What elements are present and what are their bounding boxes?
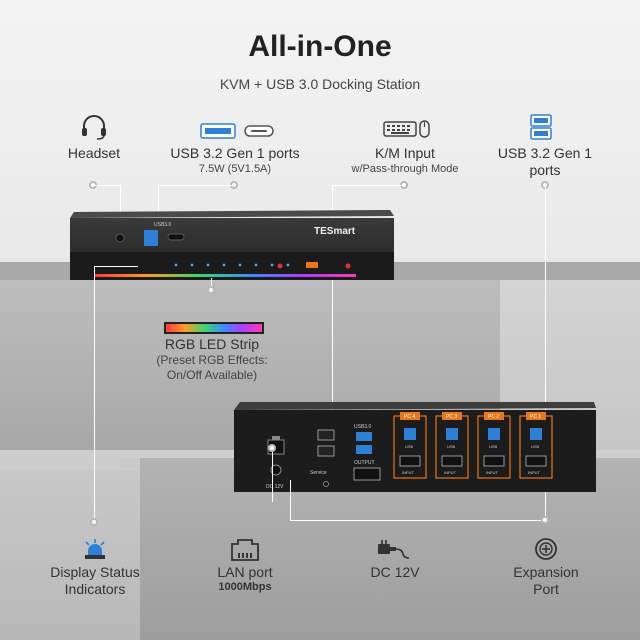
pc4-name: PC 4 (404, 414, 415, 420)
usb-rear-label-line1: USB 3.2 Gen 1 (497, 145, 593, 161)
expansion-line-v (545, 492, 546, 520)
front-usb-label: USB3.0 (154, 222, 171, 228)
headset-line-v (120, 185, 121, 230)
rgb-line-v (211, 278, 212, 292)
output-label: OUTPUT (354, 460, 375, 466)
display-status-line1: Display Status (50, 564, 140, 580)
rgb-strip-swatch (164, 322, 264, 334)
headset-label-text: Headset (67, 145, 121, 161)
usb-c-icon (244, 125, 274, 137)
rear-dc-label: DC 12V (266, 484, 284, 490)
pc2-usb: USB (489, 444, 498, 449)
expansion-line1: Expansion (513, 564, 579, 580)
km-input-sub: w/Pass-through Mode (351, 163, 459, 175)
usb-front-label: USB 3.2 Gen 1 ports 7.5W (5V1.5A) (150, 145, 320, 176)
pc-port-3: PC 3 USB INPUT (435, 412, 469, 479)
usb-a-icon (200, 123, 236, 139)
display-status-label: Display Status Indicators (30, 564, 160, 598)
display-line-h (94, 266, 138, 267)
km-line-v (332, 185, 333, 417)
expansion-dot (541, 516, 549, 524)
rear-usb-label: USB3.0 (354, 424, 371, 430)
usb-rear-label-line2: ports (529, 162, 561, 178)
km-line-h (332, 185, 402, 186)
rgb-label-text: RGB LED Strip (164, 336, 260, 352)
usb-rear-label: USB 3.2 Gen 1 ports (480, 145, 610, 179)
pc3-name: PC 3 (446, 414, 457, 420)
display-dot (90, 518, 98, 526)
pc1-input: INPUT (528, 470, 541, 475)
pc1-name: PC 1 (530, 414, 541, 420)
pc2-name: PC 2 (488, 414, 499, 420)
lan-line-v (272, 452, 273, 502)
usb-front-line-h (158, 185, 232, 186)
usb-rear-line-v (545, 185, 546, 421)
dc-label-text: DC 12V (370, 564, 420, 580)
headset-line-h (95, 185, 121, 186)
concrete-block-lower-left (0, 470, 140, 640)
dc-label: DC 12V (345, 564, 445, 581)
lan-dot (268, 444, 276, 452)
pc2-input: INPUT (486, 470, 499, 475)
rgb-sub-line2: On/Off Available) (166, 368, 258, 382)
service-label: Service (310, 470, 327, 476)
usb-stack-icon (530, 114, 552, 140)
rear-line-h (290, 520, 546, 521)
display-line-v (94, 266, 95, 522)
pc-port-2: PC 2 USB INPUT (477, 412, 511, 479)
km-input-label-text: K/M Input (375, 145, 435, 161)
lan-label-text: LAN port (217, 564, 273, 580)
pc4-usb: USB (405, 444, 414, 449)
expansion-icon (535, 538, 557, 560)
dc-line-v (290, 480, 291, 520)
ethernet-icon (231, 539, 259, 561)
page-title: All-in-One (248, 30, 392, 63)
pc3-input: INPUT (444, 470, 457, 475)
keyboard-mouse-icon (383, 120, 430, 138)
expansion-label: Expansion Port (490, 564, 602, 598)
rgb-dot (207, 286, 215, 294)
pc1-usb: USB (531, 444, 540, 449)
usb-front-line-v (158, 185, 159, 227)
km-input-label: K/M Input w/Pass-through Mode (330, 145, 480, 176)
rear-kvm-unit: DC 12V Service USB3.0 OUTPUT PC 4 USB IN… (234, 402, 596, 492)
pc-port-4: PC 4 USB INPUT (393, 412, 427, 479)
dc-plug-icon (378, 540, 410, 559)
headset-label: Headset (44, 145, 144, 162)
pc3-usb: USB (447, 444, 456, 449)
lan-label: LAN port 1000Mbps (190, 564, 300, 593)
usb-front-power: 7.5W (5V1.5A) (198, 163, 272, 175)
brand-logo: TESmart (314, 226, 356, 237)
alarm-light-icon (85, 539, 105, 559)
display-status-line2: Indicators (64, 581, 126, 597)
expansion-line2: Port (533, 581, 559, 597)
usb-front-label-text: USB 3.2 Gen 1 ports (170, 145, 300, 161)
rgb-label: RGB LED Strip (Preset RGB Effects: On/Of… (130, 336, 294, 383)
pc4-input: INPUT (402, 470, 415, 475)
lan-speed: 1000Mbps (218, 581, 272, 593)
page-subtitle: KVM + USB 3.0 Docking Station (219, 76, 421, 92)
headset-icon (82, 115, 106, 140)
rgb-sub-line1: (Preset RGB Effects: (156, 353, 268, 367)
front-kvm-unit: USB3.0 TESmart (70, 210, 394, 280)
pc-port-1: PC 1 USB INPUT (519, 412, 553, 479)
